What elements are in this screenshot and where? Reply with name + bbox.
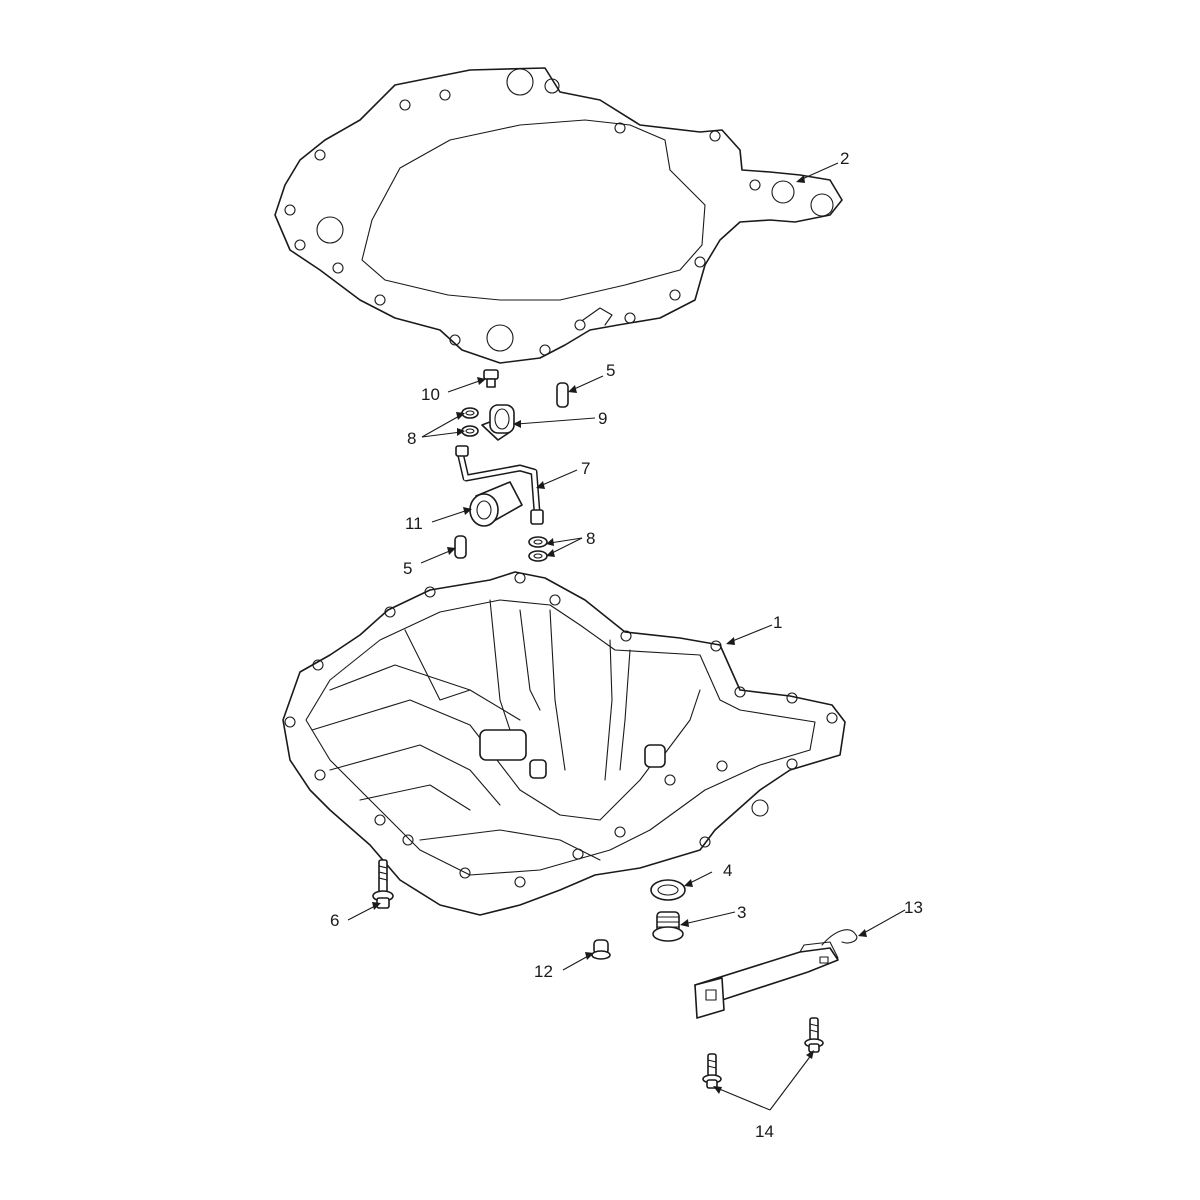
callout-4: 4	[723, 861, 732, 880]
callout-8-upper: 8	[407, 429, 416, 448]
part-5-dowel-lower	[454, 535, 467, 559]
callout-13: 13	[904, 898, 923, 917]
part-11-strainer	[469, 481, 523, 527]
part-14-bolts	[702, 1017, 824, 1089]
part-10-bolt	[483, 369, 499, 388]
callout-14: 14	[755, 1122, 774, 1141]
part-9-bracket	[481, 404, 515, 441]
part-1-oil-pan	[282, 571, 846, 916]
callout-1: 1	[773, 613, 782, 632]
part-7-oil-pipe	[455, 445, 544, 525]
callout-5-upper: 5	[606, 361, 615, 380]
callout-8-lower: 8	[586, 529, 595, 548]
part-6-flange-bolt	[372, 859, 394, 909]
callout-11: 11	[405, 514, 423, 533]
callout-6: 6	[330, 911, 339, 930]
part-5-dowel-upper	[556, 382, 569, 408]
part-13-sensor-bracket	[694, 929, 858, 1019]
part-8-orings-lower	[528, 536, 548, 562]
part-2-gasket	[274, 67, 843, 364]
callout-2: 2	[840, 149, 849, 168]
callout-3: 3	[737, 903, 746, 922]
leader-lines	[347, 162, 906, 1111]
callout-5-lower: 5	[403, 559, 412, 578]
callout-labels: 1 2 3 4 5 5 6 7 8 8 9 10 11 12 13 14	[330, 149, 923, 1141]
part-8-orings-upper	[461, 407, 479, 437]
callout-9: 9	[598, 409, 607, 428]
part-3-drain-plug	[652, 911, 684, 942]
part-4-washer	[650, 879, 686, 901]
part-12-plug	[591, 939, 611, 960]
callout-10: 10	[421, 385, 440, 404]
callout-12: 12	[534, 962, 553, 981]
callout-7: 7	[581, 459, 590, 478]
